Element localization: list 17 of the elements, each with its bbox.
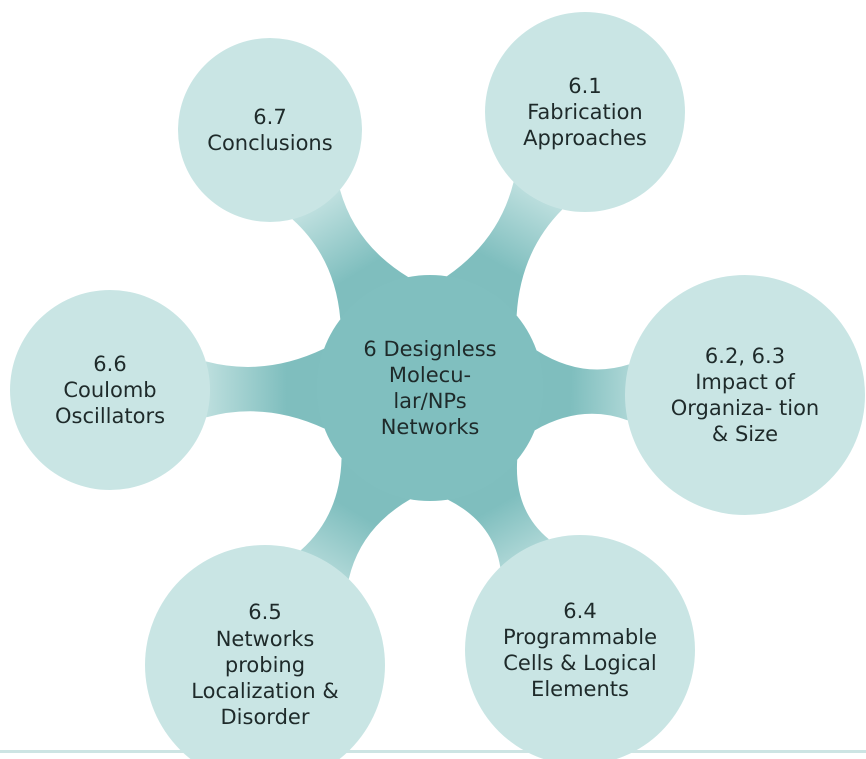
branch-connector [446, 182, 562, 316]
topic-label: Networks probing Localization & Disorder [190, 626, 340, 731]
topic-label: Coulomb Oscillators [54, 376, 166, 430]
topic-label: Programmable Cells & Logical Elements [502, 624, 658, 702]
section-number: 6.6 [93, 350, 127, 377]
topic-label: Impact of Organiza- tion & Size [670, 368, 820, 448]
branch-connector [300, 458, 410, 580]
topic-label: Conclusions [207, 130, 333, 156]
section-number: 6.7 [253, 104, 287, 130]
branch-connector [206, 348, 325, 429]
branch-connector [292, 190, 408, 320]
section-number: 6.1 [568, 72, 602, 99]
topic-label: 6 Designless Molecu- lar/NPs Networks [362, 336, 498, 440]
section-number: 6.5 [248, 599, 282, 626]
section-number: 6.4 [563, 598, 597, 624]
section-number: 6.2, 6.3 [704, 342, 786, 369]
topic-label: Fabrication Approaches [522, 98, 648, 152]
